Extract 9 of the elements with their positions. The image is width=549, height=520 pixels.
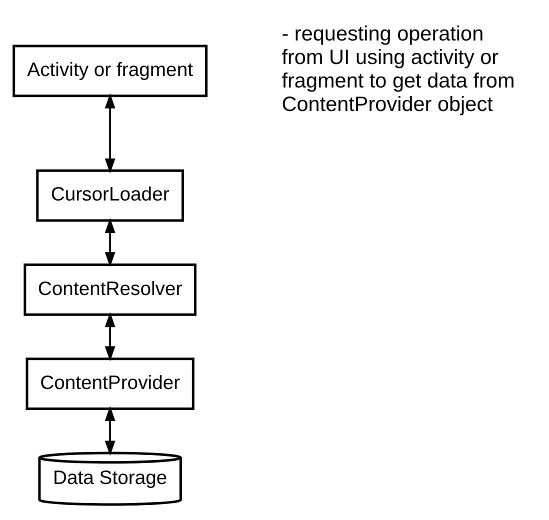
node-box: CursorLoader [36,169,184,222]
arrow [104,312,116,362]
node-box: ContentProvider [26,358,194,410]
arrow [104,93,116,174]
label: - requesting operation from UI using activity or fragment to get data from ContentProvider object [282,22,515,116]
arrow [104,406,116,456]
arrow [104,218,116,268]
node-box: ContentResolver [24,264,196,316]
node-box: Activity or fragment [12,44,208,98]
